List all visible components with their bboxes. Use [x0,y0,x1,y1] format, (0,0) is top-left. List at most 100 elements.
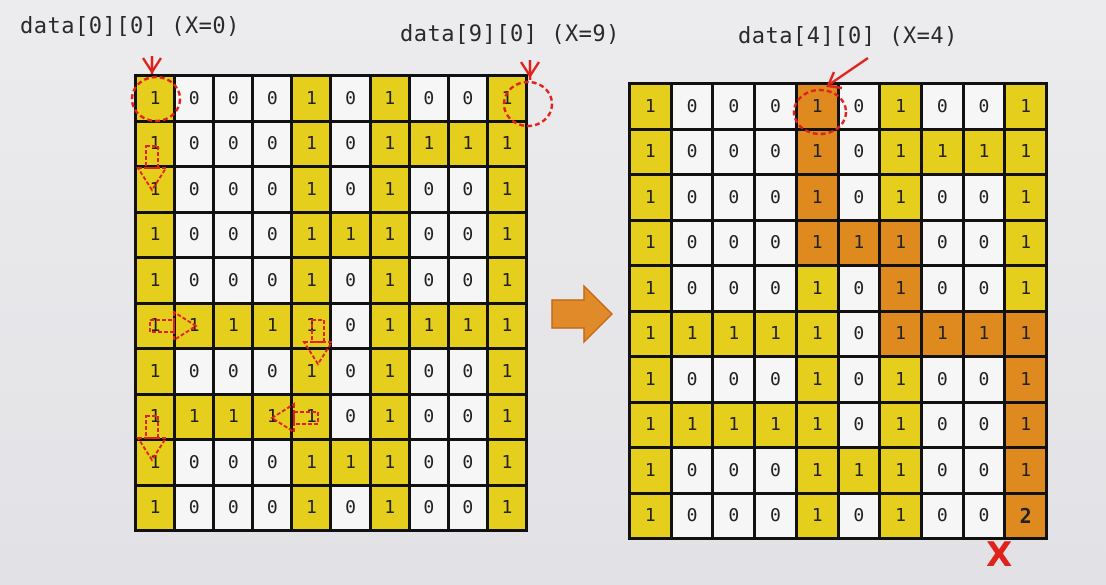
grid-cell: 1 [488,122,525,165]
grid-cell: 1 [449,304,486,347]
grid-cell: 0 [410,441,447,484]
grid-cell: 0 [449,395,486,438]
grid-cell: 1 [714,403,754,446]
grid-cell: 1 [881,312,920,355]
grid-cell: 0 [332,486,369,529]
grid-cell: 1 [881,403,920,446]
grid-cell: 1 [488,350,525,393]
grid-cell: 1 [756,403,795,446]
start-label-data-9-0: data[9][0] (X=9) [400,22,620,47]
grid-cell: 0 [756,358,795,401]
grid-cell: 1 [449,122,486,165]
grid-cell: 1 [332,213,369,256]
grid-cell: 1 [488,395,525,438]
grid-cell: 1 [176,304,213,347]
grid-cell: 1 [714,312,754,355]
grid-cell: 1 [631,358,670,401]
grid-cell: 0 [756,221,795,264]
grid-cell: 0 [254,77,291,120]
grid-cell: 0 [332,77,369,120]
grid-cell: 1 [254,395,291,438]
grid-cell: 1 [1006,403,1045,446]
grid-cell: 0 [410,259,447,302]
grid-cell: 1 [881,449,920,492]
grid-cell: 1 [137,304,174,347]
grid-cell: 1 [410,122,447,165]
grid-cell: 0 [332,122,369,165]
grid-cell: 1 [756,312,795,355]
grid-cell: 1 [631,176,670,219]
grid-cell: 1 [371,213,408,256]
grid-cell: 0 [839,358,879,401]
grid-cell: 0 [922,358,962,401]
grid-cell: 0 [964,267,1004,310]
grid-cell: 0 [839,312,879,355]
grid-cell: 1 [839,449,879,492]
grid-cell: 0 [449,259,486,302]
grid-cell: 0 [672,449,712,492]
grid-cell: 1 [922,312,962,355]
grid-cell: 0 [215,168,252,211]
grid-cell: 0 [922,176,962,219]
grid-cell: 1 [1006,312,1045,355]
grid-cell: 1 [371,304,408,347]
grid-cell: 0 [714,130,754,173]
grid-cell: 0 [332,395,369,438]
grid-cell: 1 [488,304,525,347]
grid-cell: 1 [964,312,1004,355]
grid-cell: 1 [371,486,408,529]
grid-cell: 0 [964,221,1004,264]
grid-cell: 0 [215,259,252,302]
grid-cell: 1 [410,304,447,347]
grid-cell: 1 [1006,221,1045,264]
grid-cell: 0 [756,176,795,219]
grid-cell: 0 [922,267,962,310]
grid-cell: 1 [371,122,408,165]
grid-cell: 1 [293,350,330,393]
grid-cell: 0 [176,259,213,302]
pointer-arrow-left [141,56,163,75]
grid-cell: 1 [371,77,408,120]
grid-cell: 0 [254,441,291,484]
grid-cell: 0 [215,122,252,165]
grid-cell: 0 [756,449,795,492]
grid-cell: 1 [488,213,525,256]
grid-cell: 0 [922,494,962,537]
grid-cell: 2 [1006,494,1045,537]
grid-cell: 1 [881,176,920,219]
grid-cell: 1 [1006,358,1045,401]
grid-cell: 1 [631,130,670,173]
grid-cell: 0 [332,259,369,302]
grid-cell: 0 [215,77,252,120]
grid-cell: 1 [137,350,174,393]
grid-cell: 0 [410,168,447,211]
grid-cell: 0 [756,130,795,173]
grid-cell: 1 [672,312,712,355]
grid-cell: 0 [672,267,712,310]
grid-cell: 1 [293,77,330,120]
grid-cell: 0 [839,403,879,446]
grid-cell: 1 [371,395,408,438]
grid-cell: 1 [797,494,837,537]
grid-cell: 1 [488,168,525,211]
grid-cell: 0 [254,259,291,302]
grid-cell: 1 [137,77,174,120]
grid-cell: 1 [1006,267,1045,310]
grid-cell: 1 [881,358,920,401]
grid-cell: 0 [672,85,712,128]
grid-cell: 0 [672,130,712,173]
grid-cell: 1 [797,176,837,219]
grid-cell: 1 [839,221,879,264]
start-label-data-4-0: data[4][0] (X=4) [738,24,958,49]
grid-cell: 0 [449,441,486,484]
grid-cell: 0 [839,85,879,128]
grid-cell: 0 [449,77,486,120]
grid-cell: 1 [631,449,670,492]
grid-cell: 1 [1006,130,1045,173]
grid-cell: 1 [371,168,408,211]
grid-cell: 1 [797,449,837,492]
grid-cell: 0 [714,358,754,401]
grid-cell: 1 [488,259,525,302]
start-label-data-0-0: data[0][0] (X=0) [20,14,240,39]
